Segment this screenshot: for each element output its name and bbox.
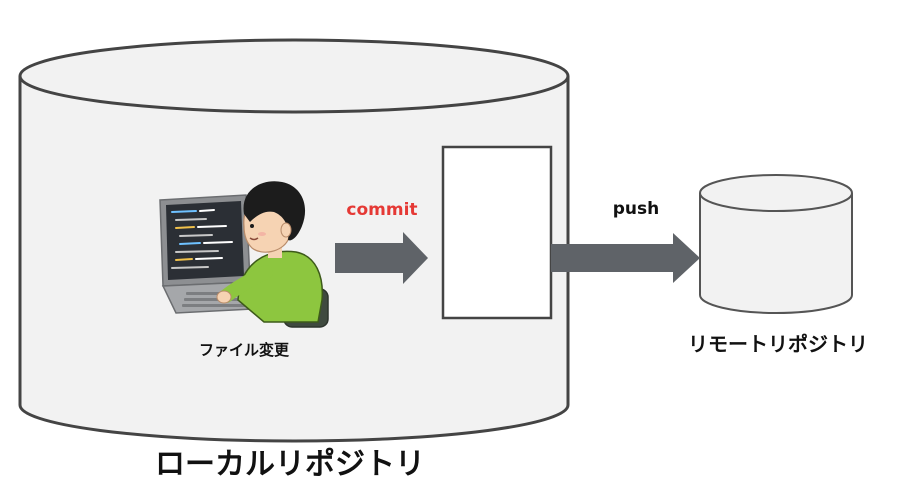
developer-laptop-icon xyxy=(159,181,329,328)
remote-cylinder-body xyxy=(699,193,853,314)
remote-repository-label: リモートリポジトリ xyxy=(688,332,868,356)
local-repository-label: ローカルリポジトリ xyxy=(155,447,425,482)
file-change-label: ファイル変更 xyxy=(199,341,290,359)
commit-box xyxy=(441,145,553,320)
remote-cylinder-top xyxy=(699,174,853,212)
local-cylinder-top xyxy=(18,38,570,114)
commit-label: commit xyxy=(346,200,417,220)
commit-arrow xyxy=(335,232,428,284)
push-arrow xyxy=(551,233,700,283)
remote-repository-cylinder xyxy=(699,174,853,314)
push-label: push xyxy=(613,199,660,219)
